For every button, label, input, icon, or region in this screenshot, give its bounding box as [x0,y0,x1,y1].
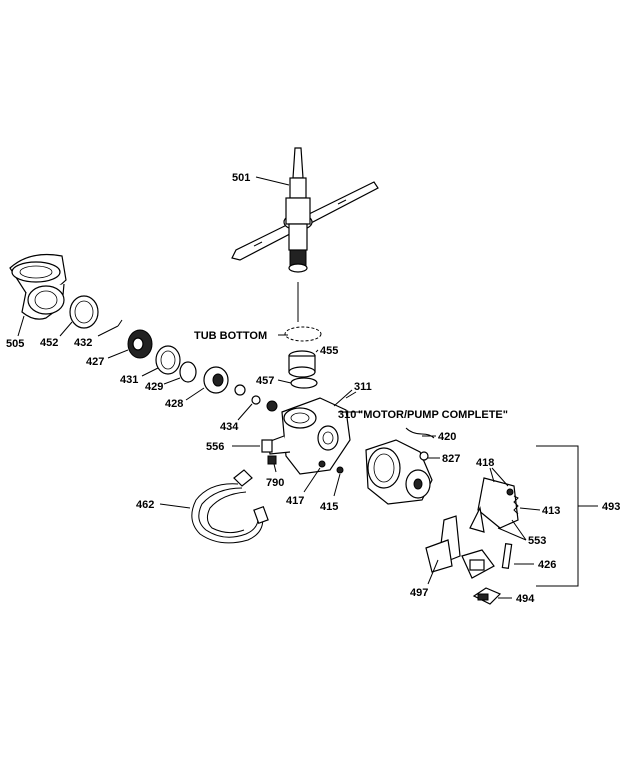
part-790 [267,455,277,465]
leader-455 [315,349,319,353]
part-556 [261,439,273,453]
clamp-452 [69,295,99,329]
impeller-428 [127,329,153,359]
tub-bottom-ring [284,326,322,342]
lever-418 [469,477,519,533]
part-label-790: 790 [266,477,284,489]
part-label-455: 455 [320,345,338,357]
leader-427 [141,367,159,377]
motor-pump-complete-label: "MOTOR/PUMP COMPLETE" [358,409,508,421]
wire-432 [117,319,123,327]
part-label-429: 428 [165,398,183,410]
ring-427 [155,345,181,375]
leader-553b [511,519,527,541]
gasket-431 [179,361,197,383]
part-label-556: 556 [206,441,224,453]
part-label-426: 426 [538,559,556,571]
part-label-413: 413 [542,505,560,517]
leader-457 [277,379,292,384]
leader-418b [491,467,509,487]
ring-457 [290,377,318,389]
leader-505 [17,315,25,337]
clip-494 [472,587,502,605]
leader-434 [237,403,253,421]
leader-311 [333,389,353,407]
leader-413 [519,507,541,511]
leader-429 [185,387,205,401]
small-parts-434 [234,384,278,412]
leader-428 [107,349,129,359]
part-label-418: 418 [476,457,494,469]
part-label-428: 427 [86,356,104,368]
leader-452 [59,321,73,337]
leader-497 [427,559,439,585]
part-label-417: 417 [286,495,304,507]
bracket-311-line [345,391,357,399]
part-label-452: 452 [40,337,58,349]
drain-hose-462 [191,469,269,544]
part-415 [336,466,344,474]
part-label-311: 311 [354,381,372,393]
leader-432 [97,325,119,337]
part-label-553: 553 [528,535,546,547]
part-label-462: 462 [136,499,154,511]
part-label-494: 494 [516,593,535,605]
part-label-432: 432 [74,337,92,349]
leader-415 [333,473,341,497]
bracket-497 [425,515,495,579]
part-label-505: 505 [6,338,24,350]
part-827 [419,451,429,461]
leader-417 [303,467,321,493]
part-label-434: 434 [220,421,239,433]
part-label-427: 431 [120,374,138,386]
part-label-431: 429 [145,381,163,393]
part-label-501: 501 [232,172,250,184]
part-label-457: 457 [256,375,274,387]
part-label-415: 415 [320,501,338,513]
leader-501 [255,176,290,186]
part-label-310: 310 [338,409,356,421]
part-label-827: 827 [442,453,460,465]
leader-790 [273,463,277,473]
spring-413 [513,495,519,515]
motor-310 [365,439,433,505]
plate-429 [203,366,229,394]
part-label-420: 420 [438,431,456,443]
inlet-505 [9,253,67,320]
group-bracket-493 [536,445,579,587]
leader-431 [163,377,181,385]
part-417 [318,460,326,468]
tub-bottom-label: TUB BOTTOM [194,330,267,342]
part-label-493: 493 [602,501,620,513]
pump-housing-311 [267,397,351,475]
pin-426 [501,543,513,569]
spray-arm-assembly [231,147,379,273]
leader-462 [159,503,191,509]
seal-455 [288,350,316,378]
part-label-497: 497 [410,587,428,599]
leader-553a [497,527,527,541]
leader-418a [489,467,495,483]
